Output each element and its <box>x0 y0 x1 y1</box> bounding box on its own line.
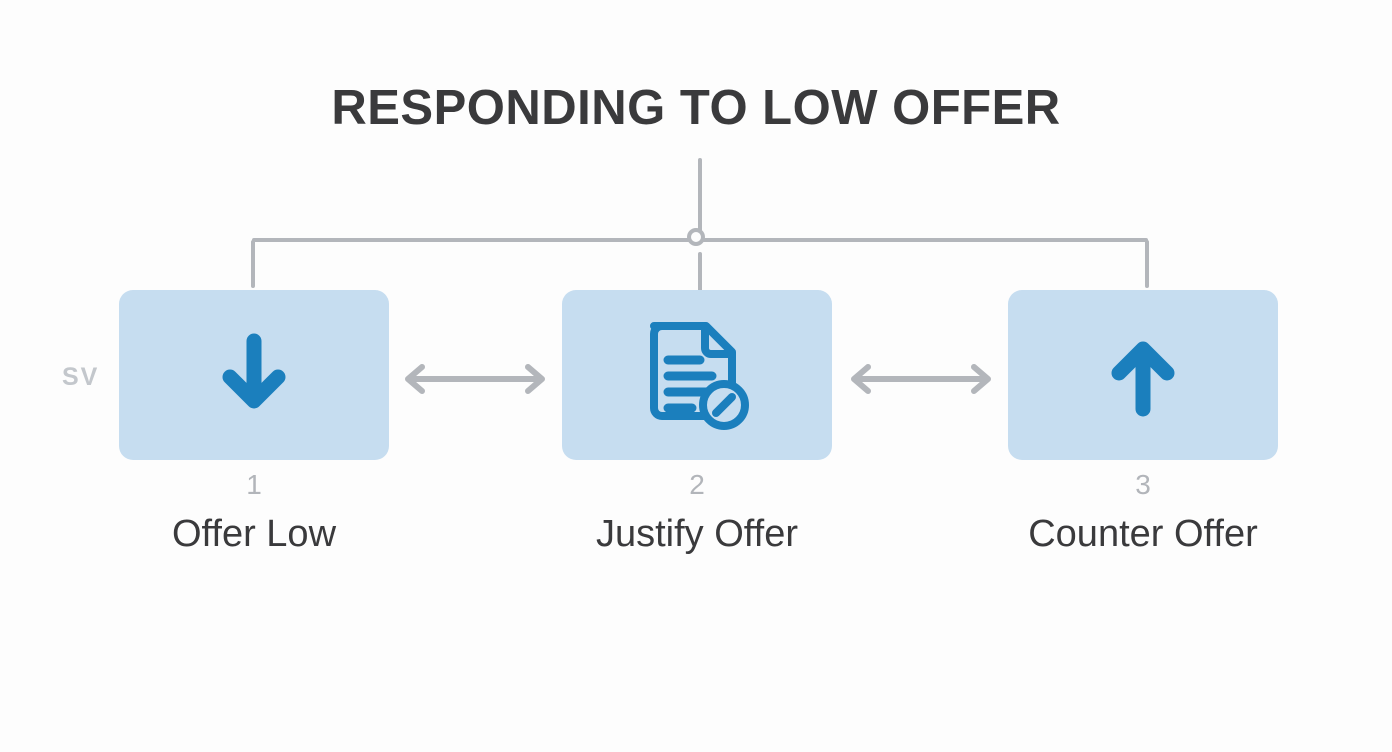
step-number-3: 3 <box>1135 469 1151 500</box>
bidirectional-arrow-1 <box>396 362 554 396</box>
step-label-1: Offer Low <box>171 512 337 555</box>
step-card-3[interactable] <box>1008 290 1278 460</box>
step-caption-3: 3 Counter Offer <box>1008 469 1278 556</box>
arrow-down-icon <box>217 333 291 417</box>
arrow-up-icon <box>1106 333 1180 417</box>
step-caption-1: 1 Offer Low <box>119 469 389 556</box>
connector-drop-middle <box>698 252 702 294</box>
connector-drop-left <box>251 240 255 288</box>
step-label-2: Justify Offer <box>595 512 799 555</box>
page-title: RESPONDING TO LOW OFFER <box>331 81 1061 135</box>
connector-drop-right <box>1145 240 1149 288</box>
connector-trunk-line <box>698 158 702 240</box>
step-card-1[interactable] <box>119 290 389 460</box>
watermark-label: SV <box>62 363 100 391</box>
step-label-3: Counter Offer <box>1028 512 1258 555</box>
step-card-2[interactable] <box>562 290 832 460</box>
step-number-1: 1 <box>246 469 262 500</box>
bidirectional-arrow-2 <box>842 362 1000 396</box>
junction-node-icon <box>687 228 705 246</box>
step-number-2: 2 <box>689 469 705 500</box>
document-edit-icon <box>642 316 752 434</box>
step-caption-2: 2 Justify Offer <box>562 469 832 556</box>
